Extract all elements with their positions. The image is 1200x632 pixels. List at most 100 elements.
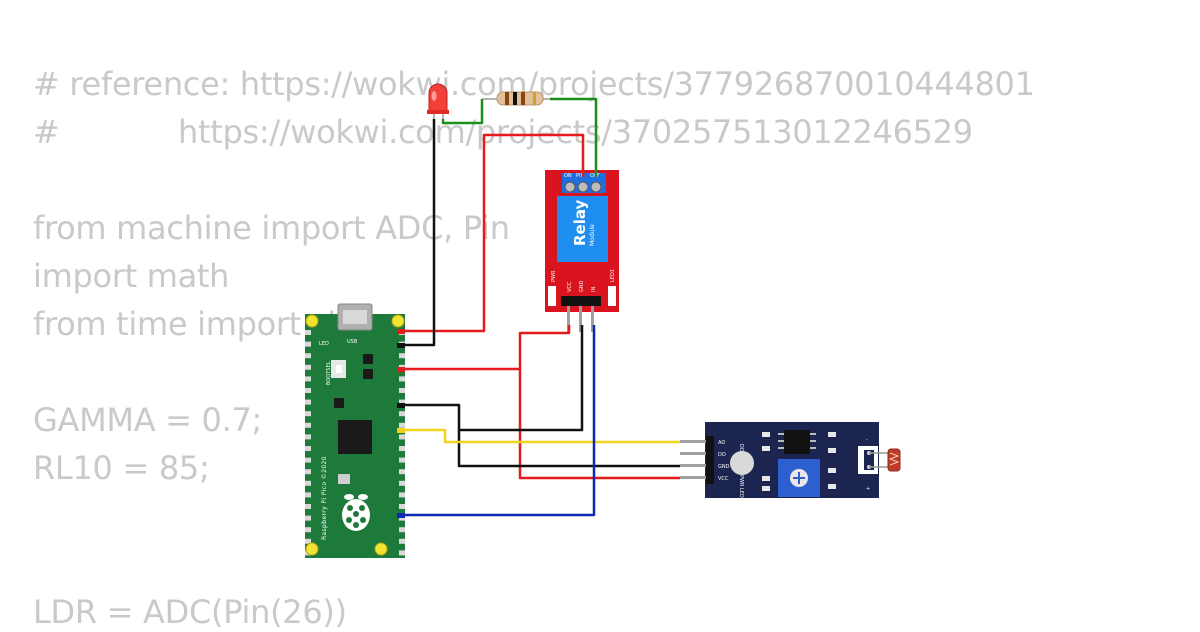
pico-pin[interactable] xyxy=(305,411,311,417)
wire-pico-gnd-led[interactable] xyxy=(403,119,436,347)
pin-pad xyxy=(397,428,405,433)
wire-pico-gpio-relay-in[interactable] xyxy=(403,325,596,517)
relay-module[interactable]: ON PIN OFF Relay Module PWR LED1 VCC GND… xyxy=(545,170,619,332)
pico-pin[interactable] xyxy=(399,411,405,417)
pico-pin[interactable] xyxy=(399,480,405,486)
pin-pad xyxy=(397,329,405,334)
code-line-2: # https://wokwi.com/projects/37025751301… xyxy=(33,113,973,151)
chip-small xyxy=(363,354,373,364)
pico-pin[interactable] xyxy=(305,353,311,359)
ldr-header xyxy=(706,436,714,484)
chip-leg xyxy=(778,433,784,435)
red-led[interactable] xyxy=(427,83,449,120)
relay-pin-pin: PIN xyxy=(576,173,584,179)
mount-hole xyxy=(391,314,405,328)
pico-pin[interactable] xyxy=(399,492,405,498)
wire-pico-relay-com[interactable] xyxy=(403,133,585,333)
wires xyxy=(403,97,680,517)
pico-pin[interactable] xyxy=(305,492,311,498)
pico-pin[interactable] xyxy=(305,515,311,521)
smd-resistor xyxy=(828,484,836,489)
chip-leg xyxy=(810,440,816,442)
pico-pin[interactable] xyxy=(305,538,311,544)
ldr-polarity-minus: - xyxy=(866,437,868,443)
pico-pin[interactable] xyxy=(305,469,311,475)
ldr-label-do: DO xyxy=(718,452,726,458)
relay-pwr-label: PWR xyxy=(551,270,557,282)
code-line-9: RL10 = 85; xyxy=(33,449,210,487)
rp2040-chip xyxy=(338,420,372,454)
code-line-1: # reference: https://wokwi.com/projects/… xyxy=(33,65,1035,103)
pico-pin[interactable] xyxy=(305,434,311,440)
wire-pico-vcc-relay-ldr[interactable] xyxy=(403,325,680,480)
resistor-band-2 xyxy=(513,92,517,105)
ldr-pin-vcc xyxy=(680,476,706,479)
pico-pin[interactable] xyxy=(305,364,311,370)
pico-pin[interactable] xyxy=(305,446,311,451)
pico-pin[interactable] xyxy=(305,388,311,393)
ldr-polarity-plus: + xyxy=(866,486,870,492)
mount-hole xyxy=(305,542,319,556)
raspberry-logo-icon xyxy=(342,494,370,531)
mount-hole xyxy=(305,314,319,328)
raspberry-pi-pico[interactable]: USB LED Raspberry Pi Pico ©2020 BOOTSEL xyxy=(305,303,405,558)
pico-pin[interactable] xyxy=(305,422,311,428)
ldr-pwr-led-label: PWR LED xyxy=(738,475,744,498)
pico-pin[interactable] xyxy=(399,527,405,533)
pico-pin[interactable] xyxy=(399,434,405,440)
pin-pad xyxy=(397,343,405,348)
pico-pin[interactable] xyxy=(399,550,405,556)
smd-resistor xyxy=(828,468,836,473)
ldr-sensor-module[interactable]: AO DO GND VCC DO LED PWR LED - + xyxy=(680,422,901,498)
pico-pin[interactable] xyxy=(399,504,405,509)
wire-led-resistor-relay[interactable] xyxy=(441,97,598,177)
pico-pin[interactable] xyxy=(305,504,311,509)
pico-pin[interactable] xyxy=(399,399,405,405)
relay-title: Relay xyxy=(571,199,589,246)
resistor[interactable] xyxy=(482,91,550,106)
pico-pin[interactable] xyxy=(399,538,405,544)
smd-resistor xyxy=(828,448,836,453)
pico-pin[interactable] xyxy=(399,422,405,428)
ldr-label-ao: AO xyxy=(718,440,725,446)
pico-left-pins xyxy=(305,330,311,556)
pin-pad xyxy=(397,367,405,372)
pico-pin[interactable] xyxy=(305,527,311,533)
smd-resistor xyxy=(762,432,770,437)
pico-pin[interactable] xyxy=(305,330,311,335)
relay-header xyxy=(561,296,601,306)
relay-header-pin xyxy=(579,306,582,332)
pico-pin[interactable] xyxy=(305,376,311,382)
ldr-pin-do xyxy=(680,452,706,455)
pico-pin[interactable] xyxy=(399,469,405,475)
ldr-pin-gnd xyxy=(680,464,706,467)
pico-brand-label: Raspberry Pi Pico ©2020 xyxy=(321,456,328,540)
relay-pin-on: ON xyxy=(564,173,572,179)
chip-small xyxy=(363,369,373,379)
pico-pin[interactable] xyxy=(305,341,311,347)
relay-header-pin xyxy=(591,306,594,332)
pico-pin[interactable] xyxy=(305,399,311,405)
chip-leg xyxy=(810,433,816,435)
pico-pin[interactable] xyxy=(305,457,311,463)
pico-pin[interactable] xyxy=(399,353,405,359)
pico-pin[interactable] xyxy=(305,480,311,486)
pico-pin[interactable] xyxy=(399,446,405,451)
potentiometer-slot-icon xyxy=(793,472,805,484)
wire-pico-adc-ldr-ao[interactable] xyxy=(403,428,680,444)
pico-pin[interactable] xyxy=(399,457,405,463)
smd-resistor xyxy=(762,446,770,451)
ldr-label-vcc: VCC xyxy=(718,476,729,482)
relay-cube xyxy=(557,196,608,262)
pico-pin[interactable] xyxy=(399,515,405,521)
chip-leg xyxy=(810,447,816,449)
wire-pico-gnd-relay-ldr[interactable] xyxy=(403,325,680,468)
photoresistor-track-icon xyxy=(888,452,900,466)
pico-pin[interactable] xyxy=(399,376,405,382)
ldr-pin-ao xyxy=(680,440,706,443)
ldr-socket-inner xyxy=(864,450,874,470)
bootsel-label: BOOTSEL xyxy=(326,361,332,385)
pico-pin[interactable] xyxy=(399,388,405,393)
relay-header-pin xyxy=(567,306,570,332)
relay-pin-gnd: GND xyxy=(579,280,585,292)
